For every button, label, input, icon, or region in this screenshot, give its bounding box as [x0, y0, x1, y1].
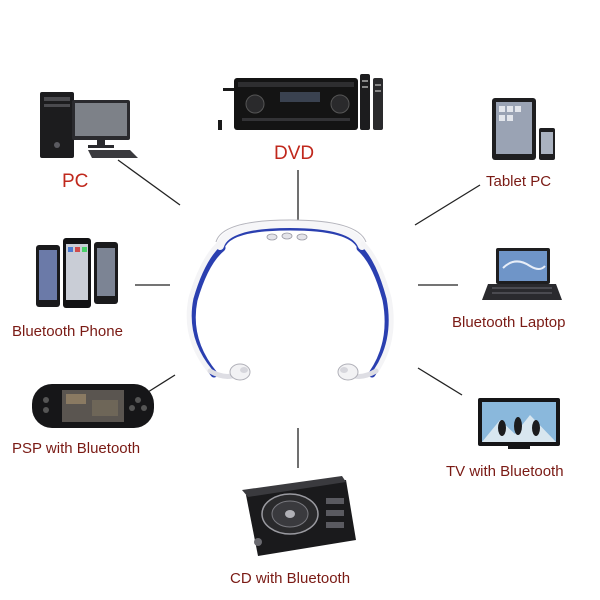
label-bluetooth-laptop: Bluetooth Laptop	[452, 314, 566, 331]
tablet-and-phone-icon	[492, 98, 555, 160]
connector-pc	[117, 159, 181, 206]
label-bluetooth-phone: Bluetooth Phone	[12, 323, 123, 340]
laptop-icon	[482, 248, 562, 300]
connector-lines	[117, 159, 481, 468]
label-dvd: DVD	[274, 143, 315, 164]
label-cd: CD with Bluetooth	[230, 570, 351, 587]
av-receiver-icon	[218, 74, 383, 130]
label-psp: PSP with Bluetooth	[12, 440, 141, 457]
connector-tv	[417, 367, 463, 396]
cd-turntable-icon	[242, 476, 356, 556]
label-tablet-pc: Tablet PC	[486, 173, 552, 190]
neckband-headset-icon	[186, 219, 394, 381]
label-pc: PC	[62, 171, 89, 192]
handheld-console-icon	[32, 384, 154, 428]
flat-tv-icon	[478, 398, 560, 449]
connector-tablet	[414, 184, 481, 226]
connector-psp	[147, 374, 176, 393]
label-tv: TV with Bluetooth	[446, 463, 564, 480]
smartphones-icon	[36, 238, 118, 308]
desktop-computer-icon	[40, 92, 138, 158]
